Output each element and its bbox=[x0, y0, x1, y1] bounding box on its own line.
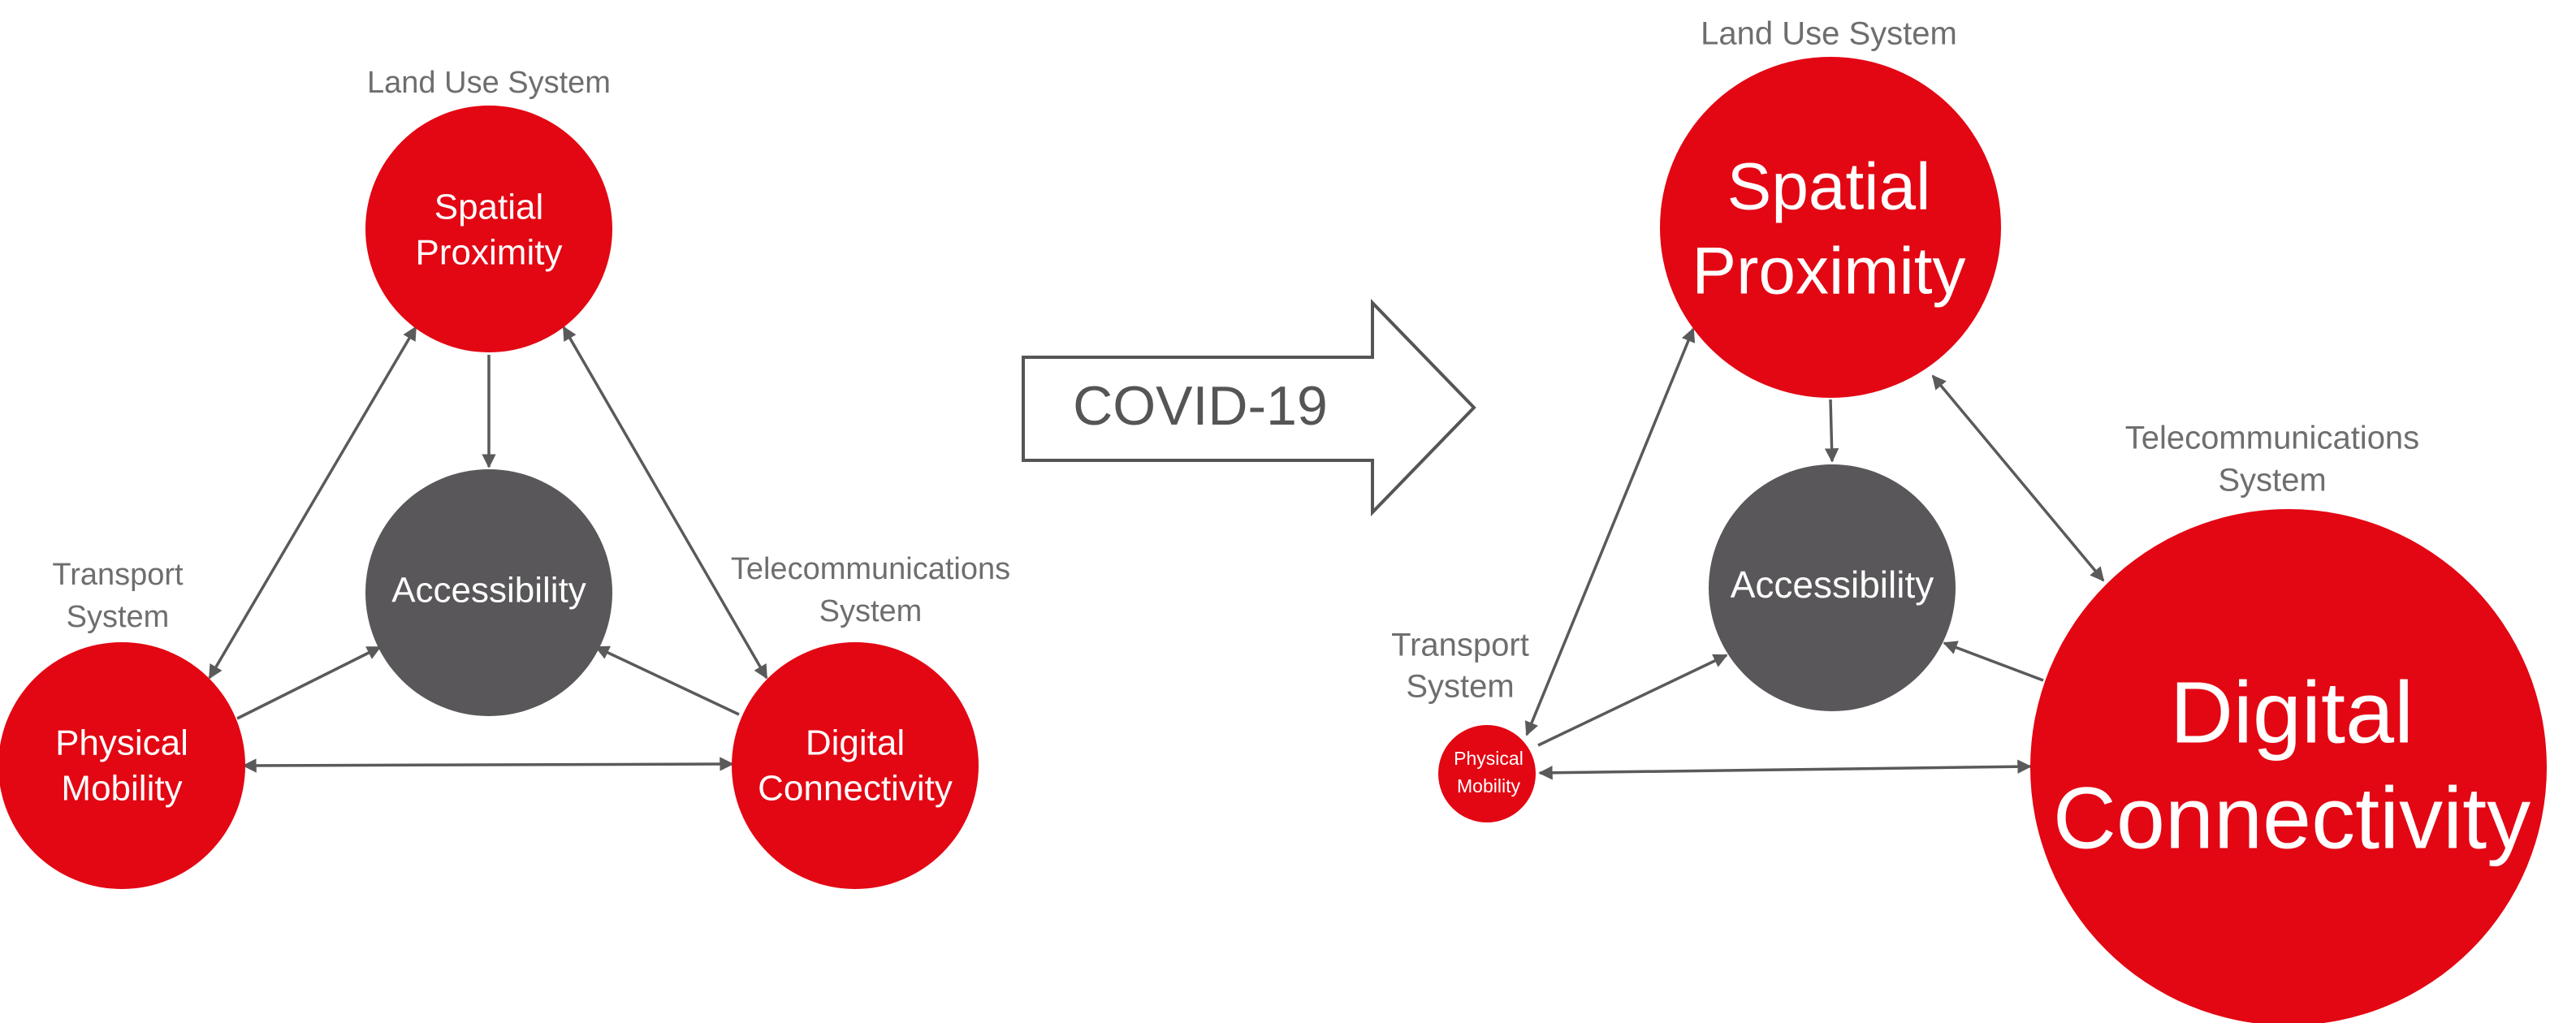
edge-digital-accessibility-after bbox=[1943, 641, 2044, 682]
physical-mobility-node bbox=[0, 642, 245, 889]
spatial-proximity-node bbox=[365, 106, 612, 352]
telecommunications-system-label-after: Telecommunications bbox=[2125, 421, 2419, 456]
edge-spatial-digital-after bbox=[1931, 374, 2105, 582]
edge-spatial-digital bbox=[562, 326, 768, 680]
physical-mobility-label-after-line2: Mobility bbox=[1457, 775, 1520, 796]
physical-mobility-label: Physical bbox=[55, 723, 188, 763]
edge-spatial-accessibility-after bbox=[1824, 399, 1839, 463]
telecommunications-system-label-after-line2: System bbox=[2218, 463, 2326, 499]
before-diagram: Spatial Proximity Accessibility Physical… bbox=[0, 66, 1010, 889]
transport-system-label-line2: System bbox=[67, 600, 170, 634]
digital-connectivity-label: Digital bbox=[806, 723, 905, 763]
spatial-proximity-node-after bbox=[1660, 57, 2001, 398]
edge-spatial-mobility-after bbox=[1524, 327, 1696, 736]
edge-mobility-accessibility-after bbox=[1537, 654, 1728, 747]
covid-19-label: COVID-19 bbox=[1073, 375, 1328, 437]
spatial-proximity-label-after: Spatial bbox=[1727, 150, 1931, 224]
accessibility-label: Accessibility bbox=[391, 571, 586, 611]
land-use-system-label-after: Land Use System bbox=[1701, 16, 1957, 52]
telecommunications-system-label-line2: System bbox=[819, 594, 923, 628]
digital-connectivity-node-after bbox=[2030, 509, 2547, 1023]
accessibility-node-after bbox=[1709, 464, 1956, 711]
digital-connectivity-label-after: Digital bbox=[2170, 663, 2414, 762]
accessibility-label-after: Accessibility bbox=[1731, 563, 1934, 606]
transport-system-label-after-line2: System bbox=[1406, 669, 1514, 705]
edge-mobility-digital bbox=[242, 757, 734, 773]
land-use-system-label: Land Use System bbox=[367, 66, 611, 100]
physical-mobility-label-after: Physical bbox=[1454, 748, 1524, 769]
physical-mobility-node-after bbox=[1438, 725, 1536, 822]
spatial-proximity-label-after-line2: Proximity bbox=[1692, 235, 1965, 309]
transport-system-label: Transport bbox=[52, 558, 184, 592]
digital-connectivity-label-after-line2: Connectivity bbox=[2053, 769, 2531, 867]
digital-connectivity-node bbox=[732, 642, 979, 889]
spatial-proximity-label-line2: Proximity bbox=[416, 233, 563, 273]
telecommunications-system-label: Telecommunications bbox=[731, 552, 1010, 586]
spatial-proximity-label: Spatial bbox=[434, 188, 544, 227]
digital-connectivity-label-line2: Connectivity bbox=[758, 769, 953, 809]
after-diagram: Spatial Proximity Accessibility Physical… bbox=[1391, 16, 2547, 1023]
edge-mobility-digital-after bbox=[1538, 759, 2032, 780]
accessibility-node bbox=[365, 469, 612, 716]
physical-mobility-label-line2: Mobility bbox=[61, 769, 182, 809]
edge-spatial-mobility bbox=[208, 326, 417, 680]
covid-transition-arrow: COVID-19 bbox=[1022, 299, 1476, 516]
block-arrow-shape bbox=[1022, 299, 1476, 516]
transport-system-label-after: Transport bbox=[1391, 628, 1529, 663]
edge-mobility-accessibility bbox=[236, 645, 382, 720]
edge-digital-accessibility bbox=[594, 645, 740, 716]
